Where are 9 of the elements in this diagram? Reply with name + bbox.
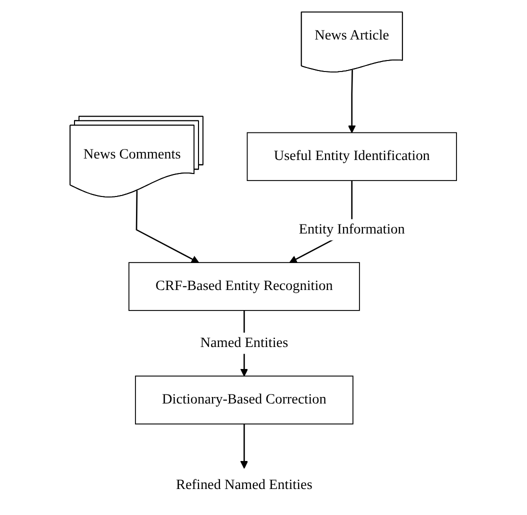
node-box: Dictionary-Based Correction	[135, 376, 354, 424]
edge-label: Named Entities	[200, 335, 288, 350]
node-text: Refined Named Entities	[176, 478, 313, 493]
arrow	[348, 70, 356, 134]
node-box: Useful Entity Identification	[247, 132, 458, 181]
node-box: CRF-Based Entity Recognition	[128, 262, 360, 311]
arrow	[240, 424, 248, 469]
edge-label: Entity Information	[299, 222, 406, 237]
arrow	[136, 190, 200, 263]
